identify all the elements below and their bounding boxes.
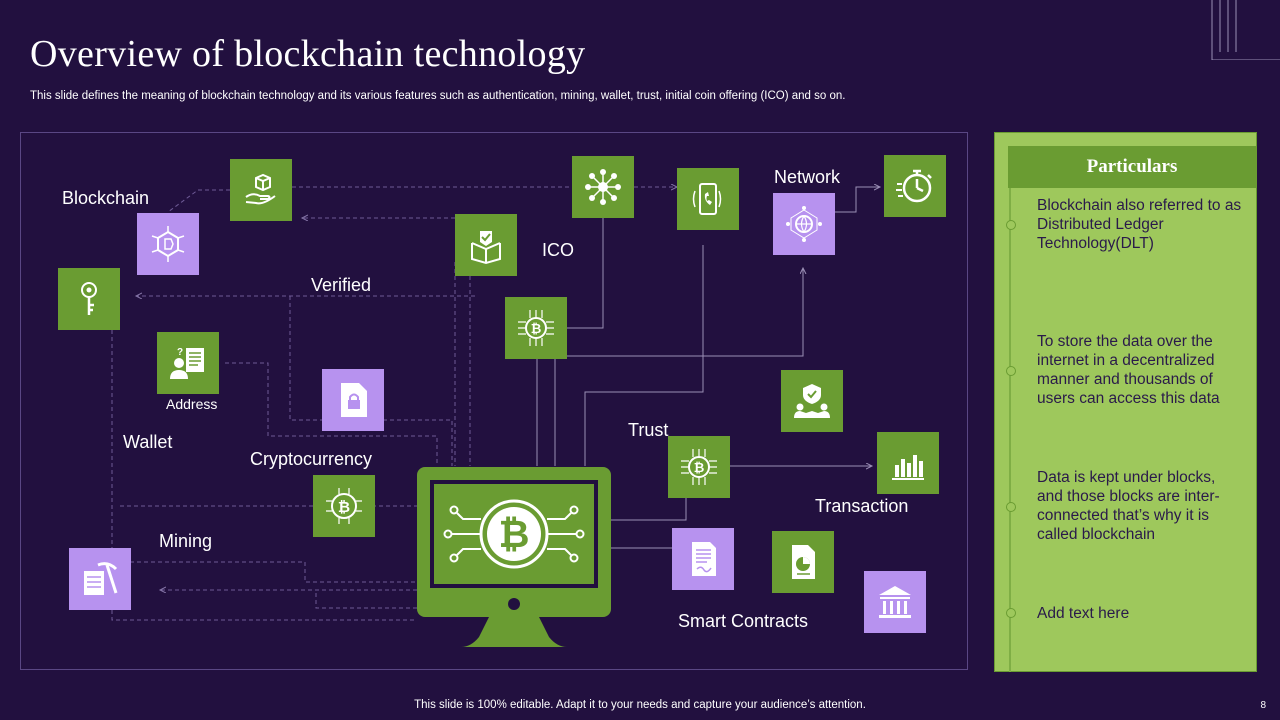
trust-handshake-tile <box>781 370 843 432</box>
svg-text:₿: ₿ <box>531 321 542 336</box>
label-cryptocurrency: Cryptocurrency <box>250 449 373 469</box>
label-network: Network <box>774 167 841 187</box>
contract-document-icon <box>692 542 716 576</box>
cryptocurrency-coin-tile: ₿ <box>313 475 375 537</box>
diagram-panel <box>20 132 968 670</box>
stopwatch-icon <box>896 169 932 203</box>
smart-contract-chart-tile <box>772 531 834 593</box>
address-tile: ? <box>157 332 219 394</box>
particulars-panel <box>994 132 1257 672</box>
verified-box-icon <box>471 231 501 265</box>
footer-note: This slide is 100% editable. Adapt it to… <box>414 699 866 711</box>
svg-text:₿: ₿ <box>694 460 705 475</box>
corner-decoration <box>1211 0 1280 60</box>
locked-file-tile <box>322 369 384 431</box>
blockchain-hand-cube-tile <box>230 159 292 221</box>
label-mining: Mining <box>159 531 213 551</box>
mobile-phone-tile <box>677 168 739 230</box>
particular-item: Data is kept under blocks, and those blo… <box>1037 469 1220 543</box>
page-title: Overview of blockchain technology <box>30 33 586 75</box>
label-address: Address <box>166 396 218 412</box>
trust-bitcoin-chip-tile: ₿ <box>668 436 730 498</box>
locked-file-icon <box>341 383 367 417</box>
particular-item: Add text here <box>1037 605 1130 622</box>
transaction-chart-tile <box>877 432 939 494</box>
svg-text:?: ? <box>177 347 183 358</box>
stopwatch-tile <box>884 155 946 217</box>
blockchain-chip-tile <box>137 213 199 275</box>
label-wallet: Wallet <box>123 432 173 452</box>
smart-contract-document-tile <box>672 528 734 590</box>
particulars-timeline <box>1009 188 1011 672</box>
network-nodes-tile <box>572 156 634 218</box>
bitcoin-monitor-icon: ₿ <box>417 467 611 647</box>
timeline-dot <box>1006 608 1016 618</box>
particular-item: Blockchain also referred to as Distribut… <box>1037 197 1242 252</box>
bitcoin-chip-icon: ₿ <box>518 310 554 346</box>
bitcoin-chip-icon: ₿ <box>681 449 717 485</box>
key-icon <box>81 282 97 315</box>
page-subtitle: This slide defines the meaning of blockc… <box>30 90 846 102</box>
label-smart-contracts: Smart Contracts <box>678 611 809 631</box>
verified-box-tile <box>455 214 517 276</box>
label-transaction: Transaction <box>815 496 909 516</box>
hand-cube-icon <box>245 173 276 205</box>
crypto-chip-icon <box>151 226 185 262</box>
address-person-icon: ? <box>170 347 204 379</box>
particular-item: To store the data over the internet in a… <box>1037 333 1220 407</box>
mining-pickaxe-icon <box>84 562 118 595</box>
key-tile <box>58 268 120 330</box>
network-globe-icon <box>786 206 822 242</box>
mining-tile <box>69 548 131 610</box>
svg-text:₿: ₿ <box>499 514 530 556</box>
mobile-phone-icon <box>692 183 722 215</box>
label-ico: ICO <box>542 240 575 260</box>
bitcoin-coin-icon: ₿ <box>326 488 362 524</box>
network-nodes-icon <box>585 169 621 205</box>
label-trust: Trust <box>628 420 669 440</box>
bar-chart-icon <box>892 455 924 480</box>
timeline-dot <box>1006 220 1016 230</box>
timeline-dot <box>1006 502 1016 512</box>
bank-tile <box>864 571 926 633</box>
timeline-dot <box>1006 366 1016 376</box>
page-number: 8 <box>1260 700 1266 711</box>
label-blockchain: Blockchain <box>62 188 150 208</box>
ico-bitcoin-chip-tile: ₿ <box>505 297 567 359</box>
label-verified: Verified <box>311 275 372 295</box>
trust-shield-icon <box>794 384 830 418</box>
particulars-heading: Particulars <box>1008 146 1256 188</box>
bank-icon <box>879 586 911 618</box>
svg-text:₿: ₿ <box>338 499 350 516</box>
network-globe-tile <box>773 193 835 255</box>
report-pie-icon <box>792 545 815 579</box>
